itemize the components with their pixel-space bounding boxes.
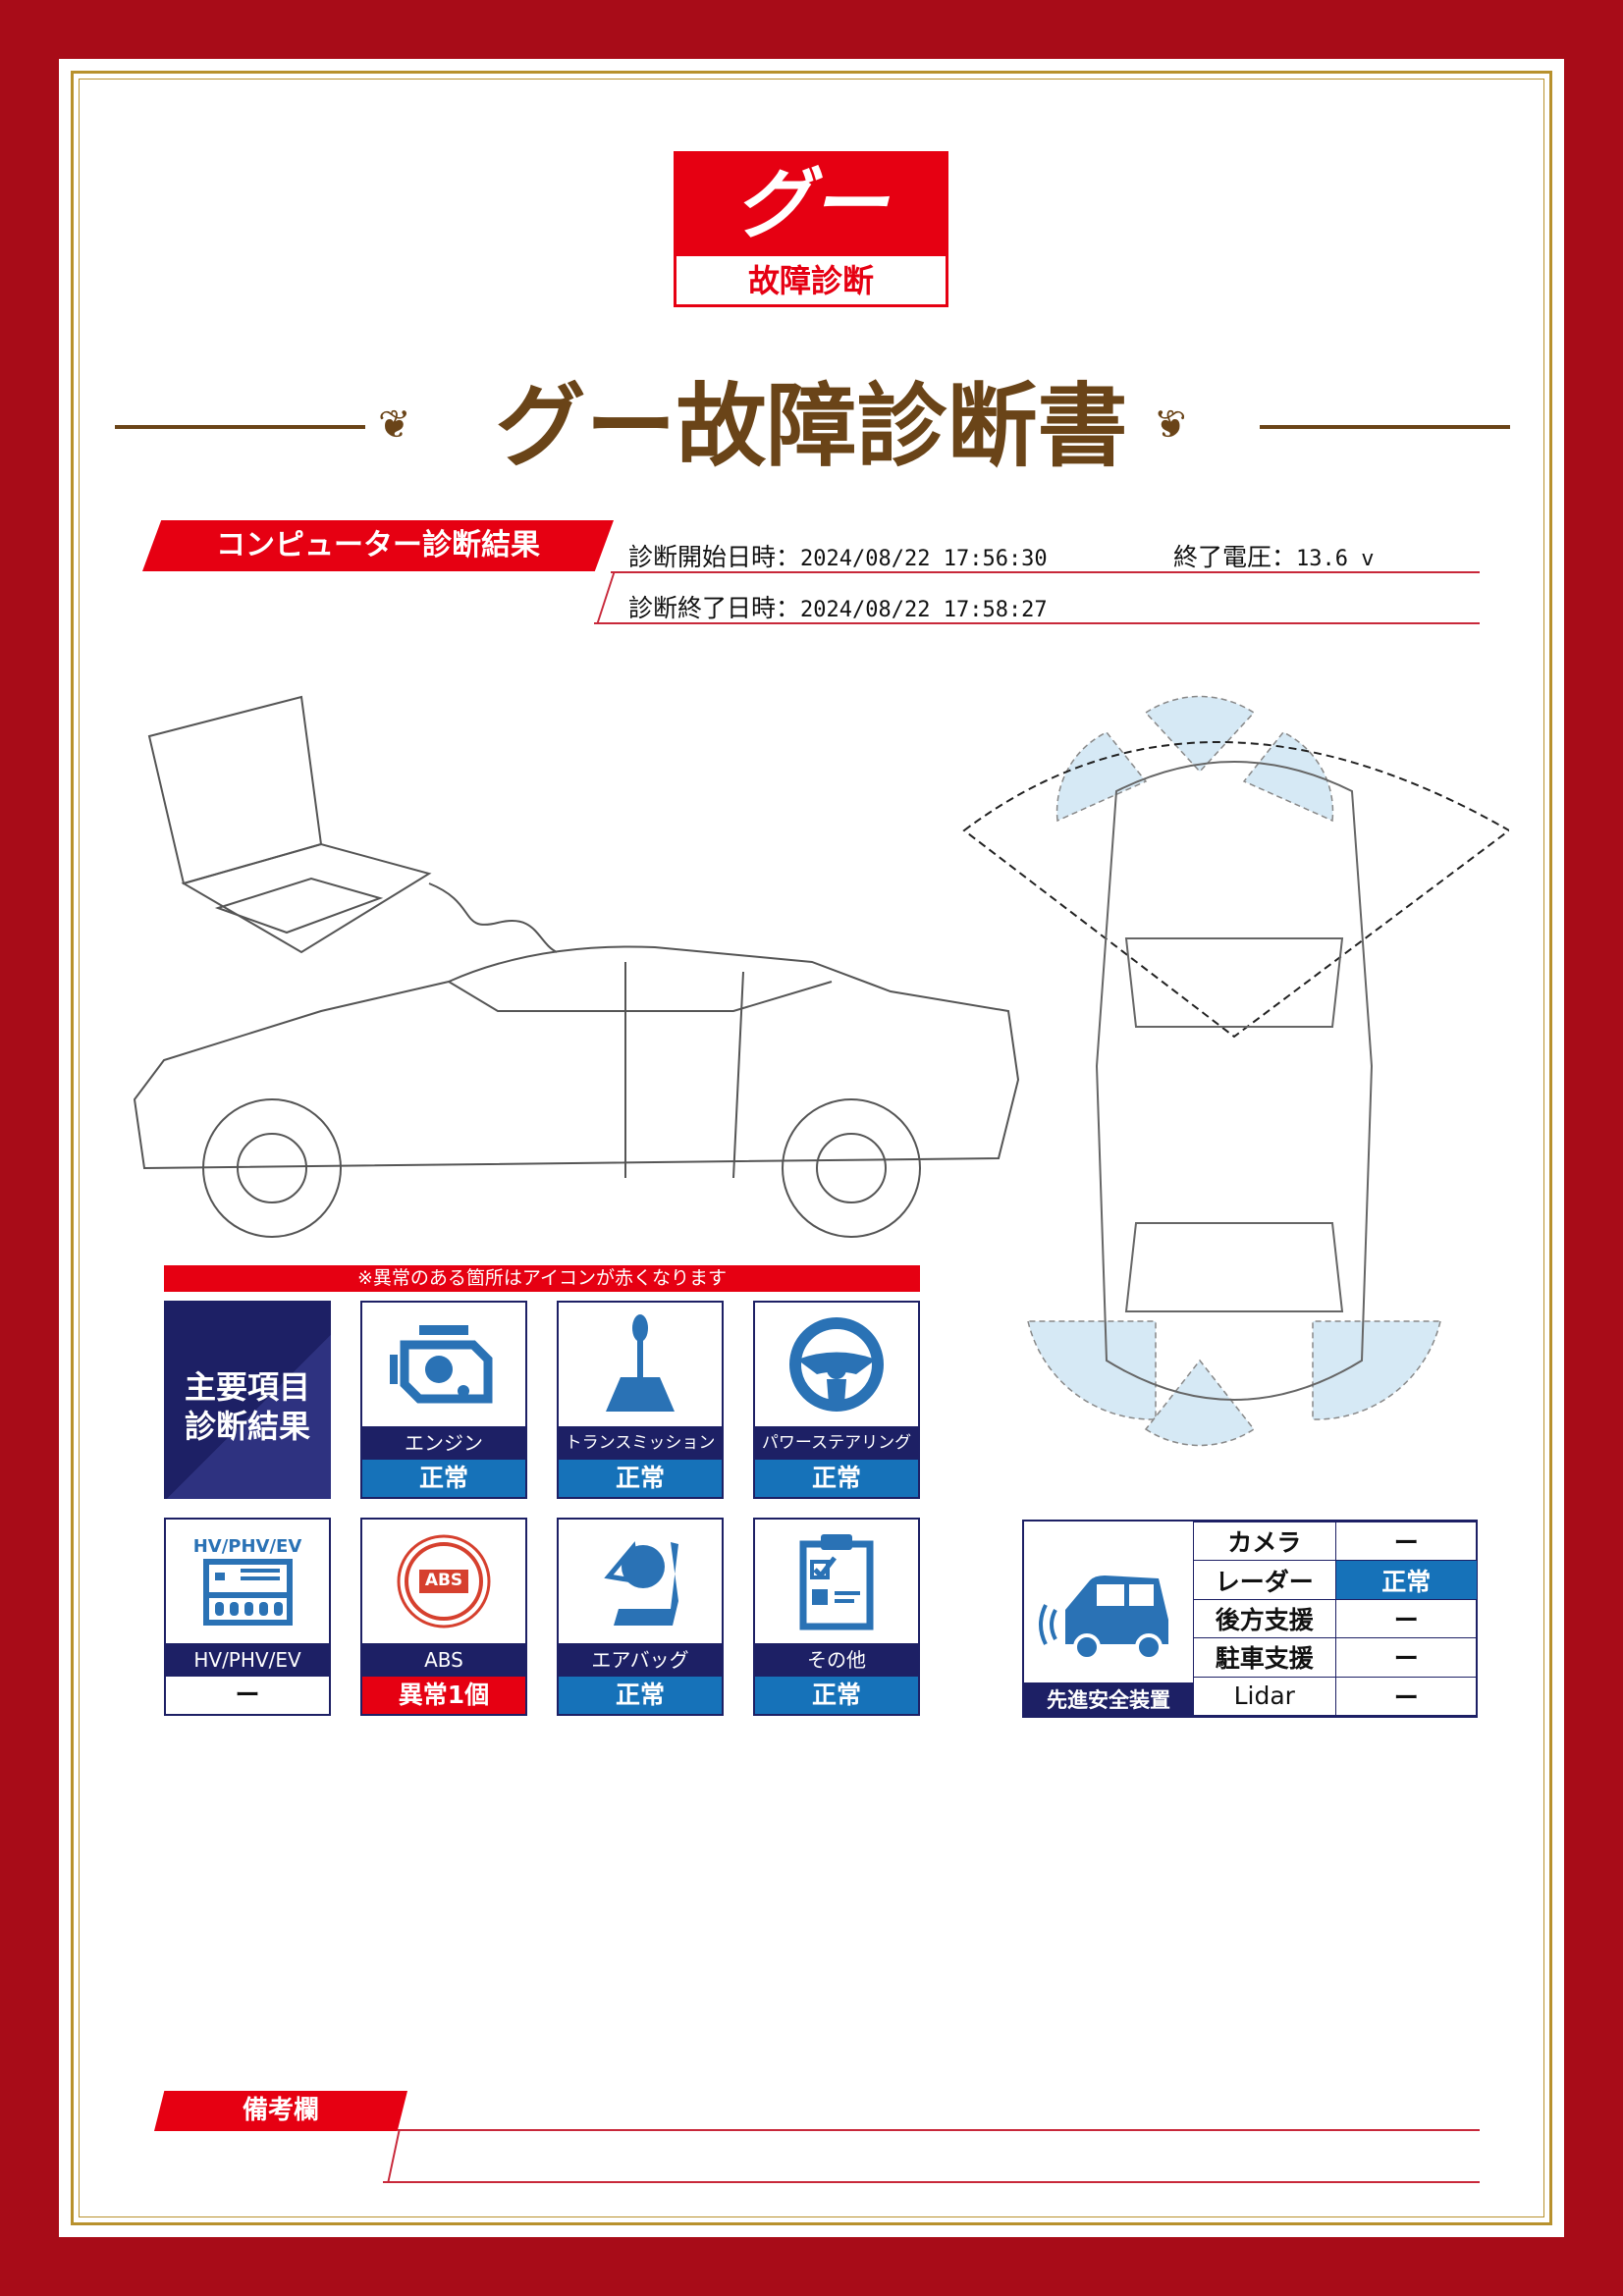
gold-frame-inner	[79, 79, 1544, 2217]
item-power-steering: パワーステアリング 正常	[753, 1301, 920, 1499]
item-transmission: トランスミッション 正常	[557, 1301, 724, 1499]
item-status: 異常1個	[362, 1677, 525, 1714]
logo-mark: グー	[676, 154, 946, 256]
adas-status: ー	[1334, 1598, 1478, 1639]
item-name: HV/PHV/EV	[166, 1643, 329, 1677]
adas-status: ー	[1334, 1637, 1478, 1678]
adas-name: Lidar	[1193, 1676, 1336, 1717]
item-status: 正常	[362, 1460, 525, 1497]
adas-name: レーダー	[1193, 1560, 1336, 1600]
logo-caption: 故障診断	[747, 262, 874, 299]
remarks-line	[398, 2129, 1480, 2131]
start-datetime: 診断開始日時：2024/08/22 17:56:30	[628, 538, 1048, 573]
adas-name: 後方支援	[1193, 1598, 1336, 1639]
car-top-illustration	[962, 695, 1509, 1447]
adas-status: ー	[1334, 1521, 1478, 1562]
voltage-label: 終了電圧：	[1173, 543, 1297, 571]
goo-logo: グー 故障診断	[674, 151, 948, 307]
abs-warning-icon: ABS	[395, 1532, 493, 1630]
item-status: 正常	[755, 1677, 918, 1714]
section-computer-diagnosis: コンピューター診断結果	[142, 520, 614, 571]
end-datetime: 診断終了日時：2024/08/22 17:58:27	[628, 589, 1048, 624]
car-sensor-icon	[1039, 1575, 1168, 1659]
title-rule-left	[115, 425, 365, 429]
icon-label: HV/PHV/EV	[192, 1535, 302, 1557]
heading-line1: 主要項目	[184, 1368, 310, 1406]
sensor-coverage-zones	[1027, 695, 1441, 1447]
item-status: ー	[166, 1677, 329, 1714]
adas-row: 後方支援ー	[1193, 1598, 1478, 1639]
sedan-side-icon	[133, 945, 1020, 1238]
car-side-illustration	[133, 695, 1020, 1238]
gold-frame	[71, 71, 1552, 2225]
document-page	[59, 59, 1564, 2237]
laptop-icon	[147, 695, 432, 954]
adas-row: カメラー	[1193, 1521, 1478, 1562]
item-status: 正常	[559, 1460, 722, 1497]
item-name: トランスミッション	[559, 1426, 722, 1460]
end-value: 2024/08/22 17:58:27	[800, 598, 1048, 622]
gear-shift-icon	[606, 1313, 675, 1412]
sedan-top-icon	[1095, 761, 1374, 1401]
airbag-icon	[603, 1541, 678, 1626]
item-name: その他	[755, 1643, 918, 1677]
heading-line2: 診断結果	[184, 1408, 310, 1445]
item-other: その他 正常	[753, 1518, 920, 1716]
engine-icon	[390, 1325, 493, 1404]
remarks-label: 備考欄	[154, 2091, 407, 2131]
checklist-icon	[799, 1534, 874, 1630]
item-status: 正常	[559, 1677, 722, 1714]
divider	[594, 622, 1480, 624]
end-label: 診断終了日時：	[628, 594, 801, 622]
obd-cable-icon	[428, 882, 558, 953]
item-hv-phv-ev: HV/PHV/EV HV/PHV/EV ー	[164, 1518, 331, 1716]
flourish-left-icon: ❦	[378, 402, 411, 448]
item-name: パワーステアリング	[755, 1426, 918, 1460]
start-label: 診断開始日時：	[628, 543, 801, 571]
adas-status: 正常	[1334, 1560, 1478, 1600]
radar-range	[962, 741, 1509, 1039]
divider	[611, 571, 1480, 573]
start-value: 2024/08/22 17:56:30	[800, 547, 1048, 571]
main-items-heading: 主要項目 診断結果	[164, 1301, 331, 1499]
item-airbag: エアバッグ 正常	[557, 1518, 724, 1716]
item-name: エアバッグ	[559, 1643, 722, 1677]
abnormal-notice: ※異常のある箇所はアイコンが赤くなります	[164, 1265, 920, 1292]
battery-icon	[202, 1558, 293, 1626]
voltage-value: 13.6 v	[1296, 547, 1375, 571]
adas-status: ー	[1334, 1676, 1478, 1717]
item-status: 正常	[755, 1460, 918, 1497]
item-abs: ABS ABS 異常1個	[360, 1518, 527, 1716]
remarks-line	[383, 2181, 1480, 2183]
icon-label: ABS	[424, 1571, 463, 1590]
item-engine: エンジン 正常	[360, 1301, 527, 1499]
adas-row: レーダー正常	[1193, 1560, 1478, 1600]
end-voltage: 終了電圧：13.6 v	[1173, 538, 1375, 573]
document-title: グー故障診断書	[495, 374, 1128, 479]
adas-name: カメラ	[1193, 1521, 1336, 1562]
adas-name: 駐車支援	[1193, 1637, 1336, 1678]
item-name: エンジン	[362, 1426, 525, 1460]
steering-wheel-icon	[789, 1317, 884, 1412]
adas-row: 駐車支援ー	[1193, 1637, 1478, 1678]
title-rule-right	[1260, 425, 1510, 429]
adas-label: 先進安全装置	[1024, 1682, 1193, 1718]
item-name: ABS	[362, 1643, 525, 1677]
